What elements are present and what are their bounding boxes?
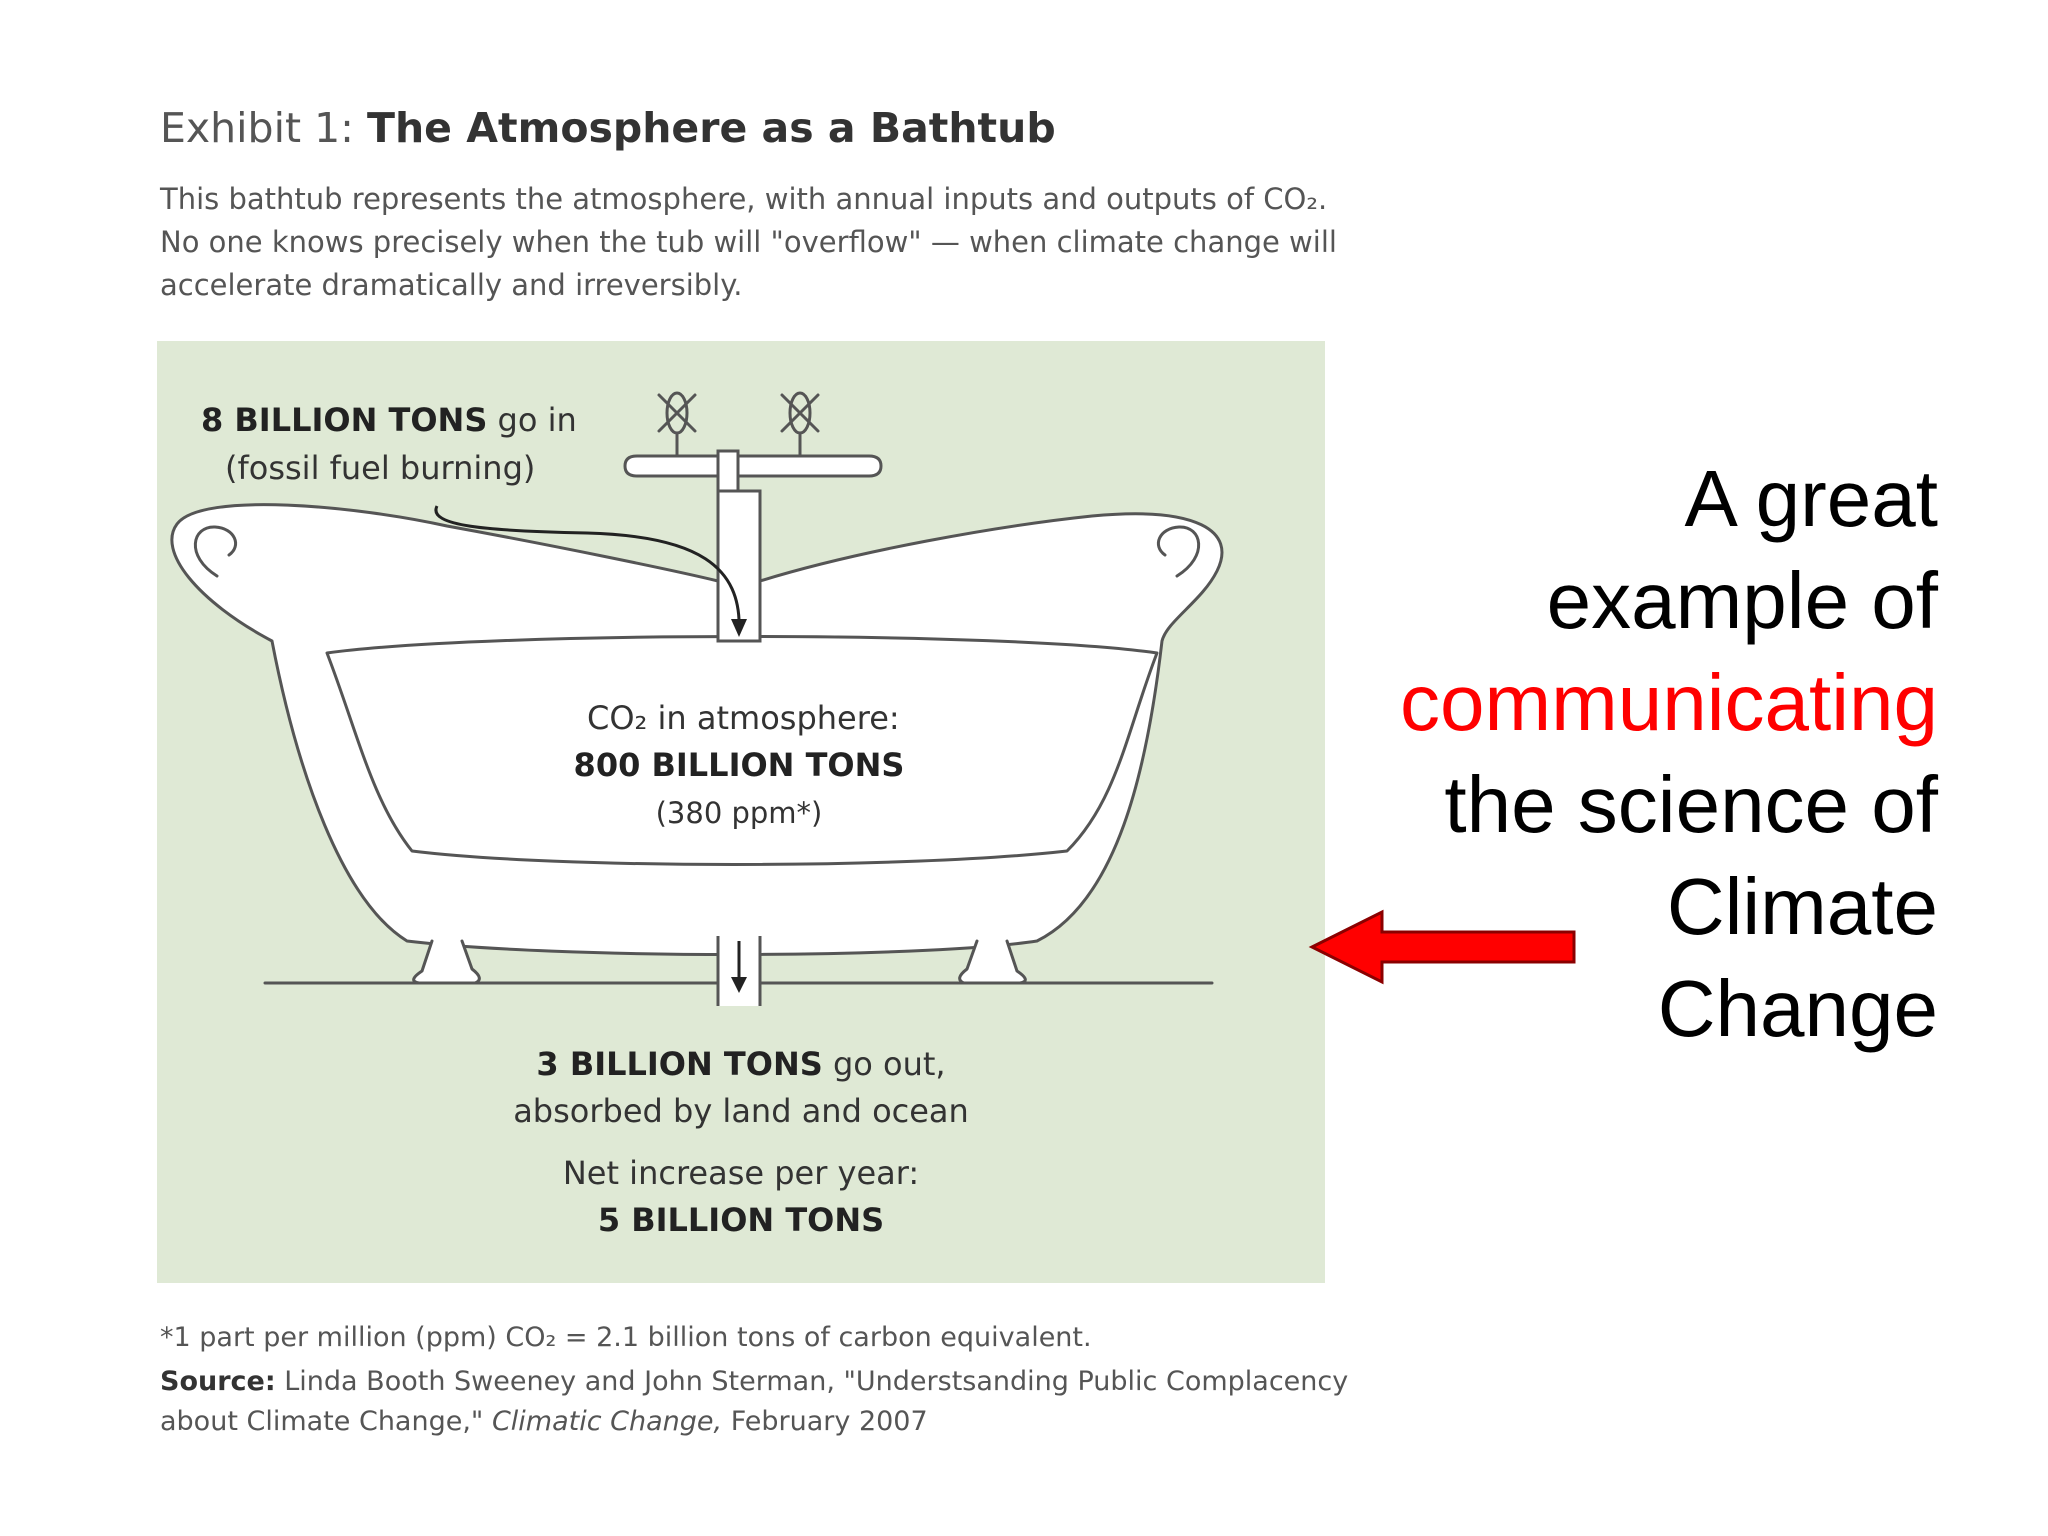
footnote: *1 part per million (ppm) CO₂ = 2.1 bill… [160,1322,1092,1353]
exhibit-heading: The Atmosphere as a Bathtub [367,104,1056,152]
inflow-amount: 8 BILLION TONS [201,401,488,439]
source-text: Linda Booth Sweeney and John Sterman, "U… [160,1366,1349,1437]
stock-ppm: (380 ppm*) [655,796,823,830]
scroll-right [1156,525,1201,578]
net-label: Net increase per year: [562,1154,920,1192]
inflow-source: (fossil fuel burning) [225,449,536,487]
callout-line-5: Climate [1666,862,1938,951]
exhibit-label: Exhibit 1: [160,104,354,152]
source-date: February 2007 [730,1406,928,1437]
source-label: Source: [160,1366,276,1397]
source-journal: Climatic Change, [491,1406,723,1437]
exhibit-intro: This bathtub represents the atmosphere, … [160,182,1337,302]
faucet-handle-left-icon [657,391,697,460]
bathtub-diagram-panel: 8 BILLION TONS go in (fossil fuel burnin… [157,341,1325,1283]
inflow-arrow [434,505,747,637]
callout-line-1: A great [1684,454,1938,543]
red-arrow-left-icon [1308,906,1578,992]
outflow-label: 3 BILLION TONS go out, [391,1042,1091,1086]
net-amount: 5 BILLION TONS [597,1201,885,1239]
callout-line-4: the science of [1444,760,1938,849]
exhibit-title: Exhibit 1: The Atmosphere as a Bathtub [160,104,1056,152]
inflow-label: 8 BILLION TONS go in [201,398,577,442]
tub-foot-right [958,939,1027,985]
scroll-left [193,525,238,578]
faucet-spout [716,449,762,643]
faucet-crossbar [623,454,883,478]
faucet-handle-right-icon [780,391,820,460]
callout-text: A great example of communicating the sci… [1218,448,1938,1060]
inflow-suffix: go in [497,401,577,439]
source-citation: Source: Linda Booth Sweeney and John Ste… [160,1362,1360,1442]
bathtub-illustration [170,391,1224,1006]
drain-pipe [716,936,762,1006]
callout-highlight: communicating [1399,658,1938,747]
outflow-suffix: go out, [832,1045,946,1083]
callout-line-2: example of [1546,556,1938,645]
stock-label: CO₂ in atmosphere: [587,699,900,737]
stock-amount: 800 BILLION TONS [573,746,905,784]
callout-line-6: Change [1657,964,1938,1053]
outflow-amount: 3 BILLION TONS [536,1045,823,1083]
outflow-sink: absorbed by land and ocean [513,1092,969,1130]
tub-foot-left [412,939,481,985]
